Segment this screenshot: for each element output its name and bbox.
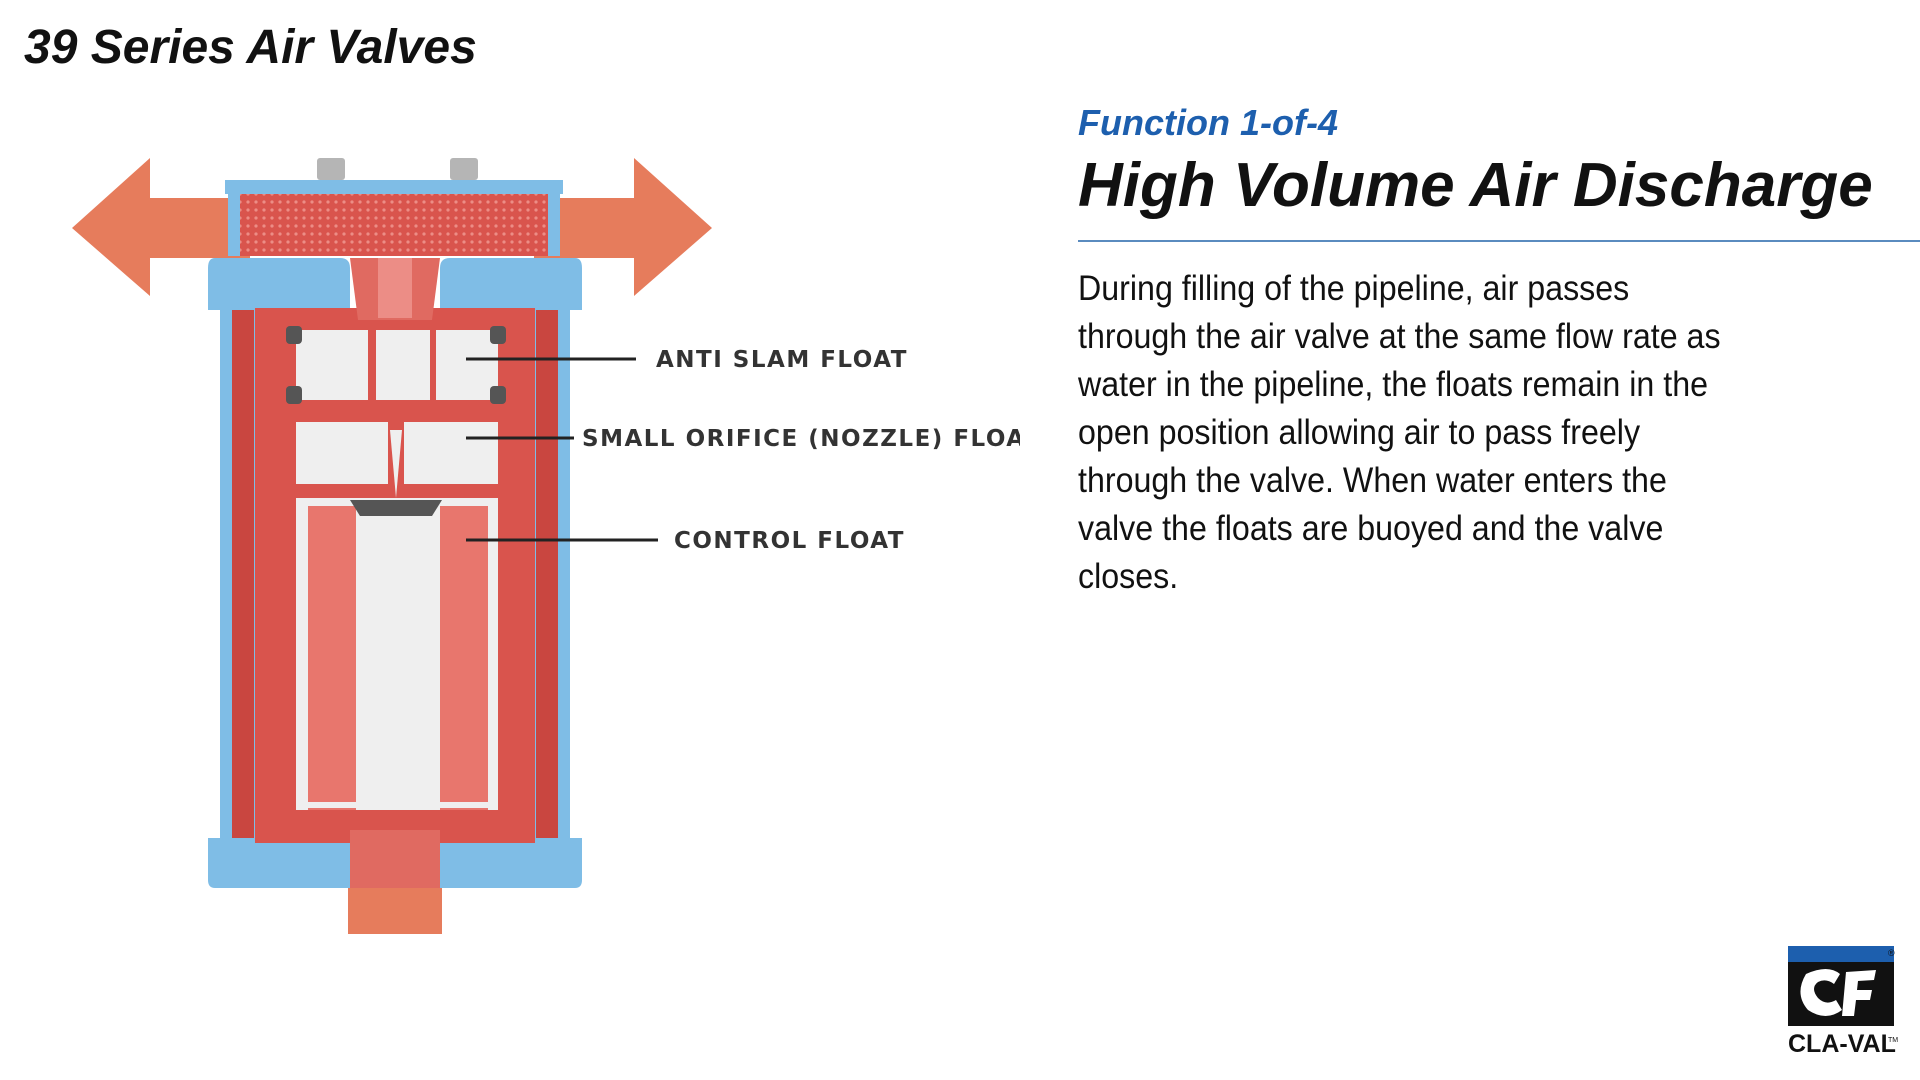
- function-description: During filling of the pipeline, air pass…: [1078, 269, 1721, 596]
- logo-wordmark: CLA-VAL: [1788, 1030, 1896, 1058]
- anti-slam-label: ANTI SLAM FLOAT: [656, 347, 908, 373]
- small-orifice-float: [296, 422, 498, 500]
- title-divider: [1078, 240, 1920, 242]
- bottom-inlet: [350, 830, 440, 888]
- cla-val-logo: ® CLA-VAL TM: [1784, 944, 1900, 1060]
- registered-mark: ®: [1888, 948, 1895, 958]
- control-float-label: CONTROL FLOAT: [674, 528, 905, 554]
- bolt-left: [317, 158, 345, 180]
- nozzle-bore: [378, 258, 412, 318]
- function-label: Function 1-of-4: [1078, 102, 1338, 143]
- function-title: High Volume Air Discharge: [1078, 151, 1873, 220]
- cover-post-right: [548, 194, 560, 256]
- discharge-arrow-left: [72, 158, 250, 296]
- inner-wall-left: [232, 310, 254, 838]
- slide-title: 39 Series Air Valves: [24, 21, 477, 74]
- air-valve-cutaway-diagram: ANTI SLAM FLOAT SMALL ORIFICE (NOZZLE) F…: [60, 150, 1020, 950]
- valve-illustration: ANTI SLAM FLOAT SMALL ORIFICE (NOZZLE) F…: [72, 158, 1020, 934]
- small-orifice-label: SMALL ORIFICE (NOZZLE) FLOAT: [582, 426, 1020, 452]
- trademark-mark: TM: [1888, 1037, 1898, 1044]
- inlet-flow: [348, 888, 442, 934]
- inner-wall-right: [536, 310, 558, 838]
- cla-val-logo-mark: ® CLA-VAL TM: [1788, 946, 1898, 1058]
- mesh-pattern: [240, 194, 548, 256]
- discharge-arrow-right: [534, 158, 712, 296]
- top-cover: [225, 180, 563, 194]
- anti-slam-float: [286, 326, 506, 404]
- control-float: [296, 498, 498, 818]
- bolt-right: [450, 158, 478, 180]
- cover-post-left: [228, 194, 240, 256]
